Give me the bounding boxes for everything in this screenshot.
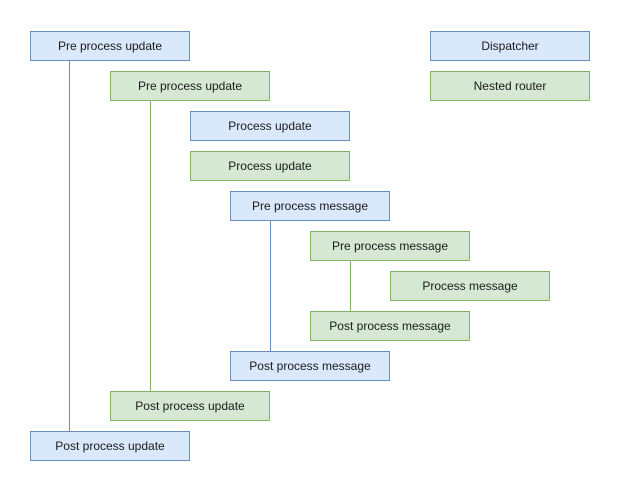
connector-router-message-span — [350, 261, 351, 311]
node-pre-process-update-router[interactable]: Pre process update — [110, 71, 270, 101]
connector-dispatcher-message-span — [270, 221, 271, 351]
node-post-process-update-router[interactable]: Post process update — [110, 391, 270, 421]
node-process-message-router[interactable]: Process message — [390, 271, 550, 301]
node-pre-process-message-router[interactable]: Pre process message — [310, 231, 470, 261]
connector-router-update-span — [150, 101, 151, 391]
node-pre-process-message-dispatcher[interactable]: Pre process message — [230, 191, 390, 221]
node-post-process-message-dispatcher[interactable]: Post process message — [230, 351, 390, 381]
node-process-update-dispatcher[interactable]: Process update — [190, 111, 350, 141]
legend-item-nested-router: Nested router — [430, 71, 590, 101]
node-post-process-update-dispatcher[interactable]: Post process update — [30, 431, 190, 461]
legend-item-dispatcher: Dispatcher — [430, 31, 590, 61]
node-pre-process-update-dispatcher[interactable]: Pre process update — [30, 31, 190, 61]
node-process-update-router[interactable]: Process update — [190, 151, 350, 181]
connector-dispatcher-update-span — [69, 61, 70, 431]
node-post-process-message-router[interactable]: Post process message — [310, 311, 470, 341]
